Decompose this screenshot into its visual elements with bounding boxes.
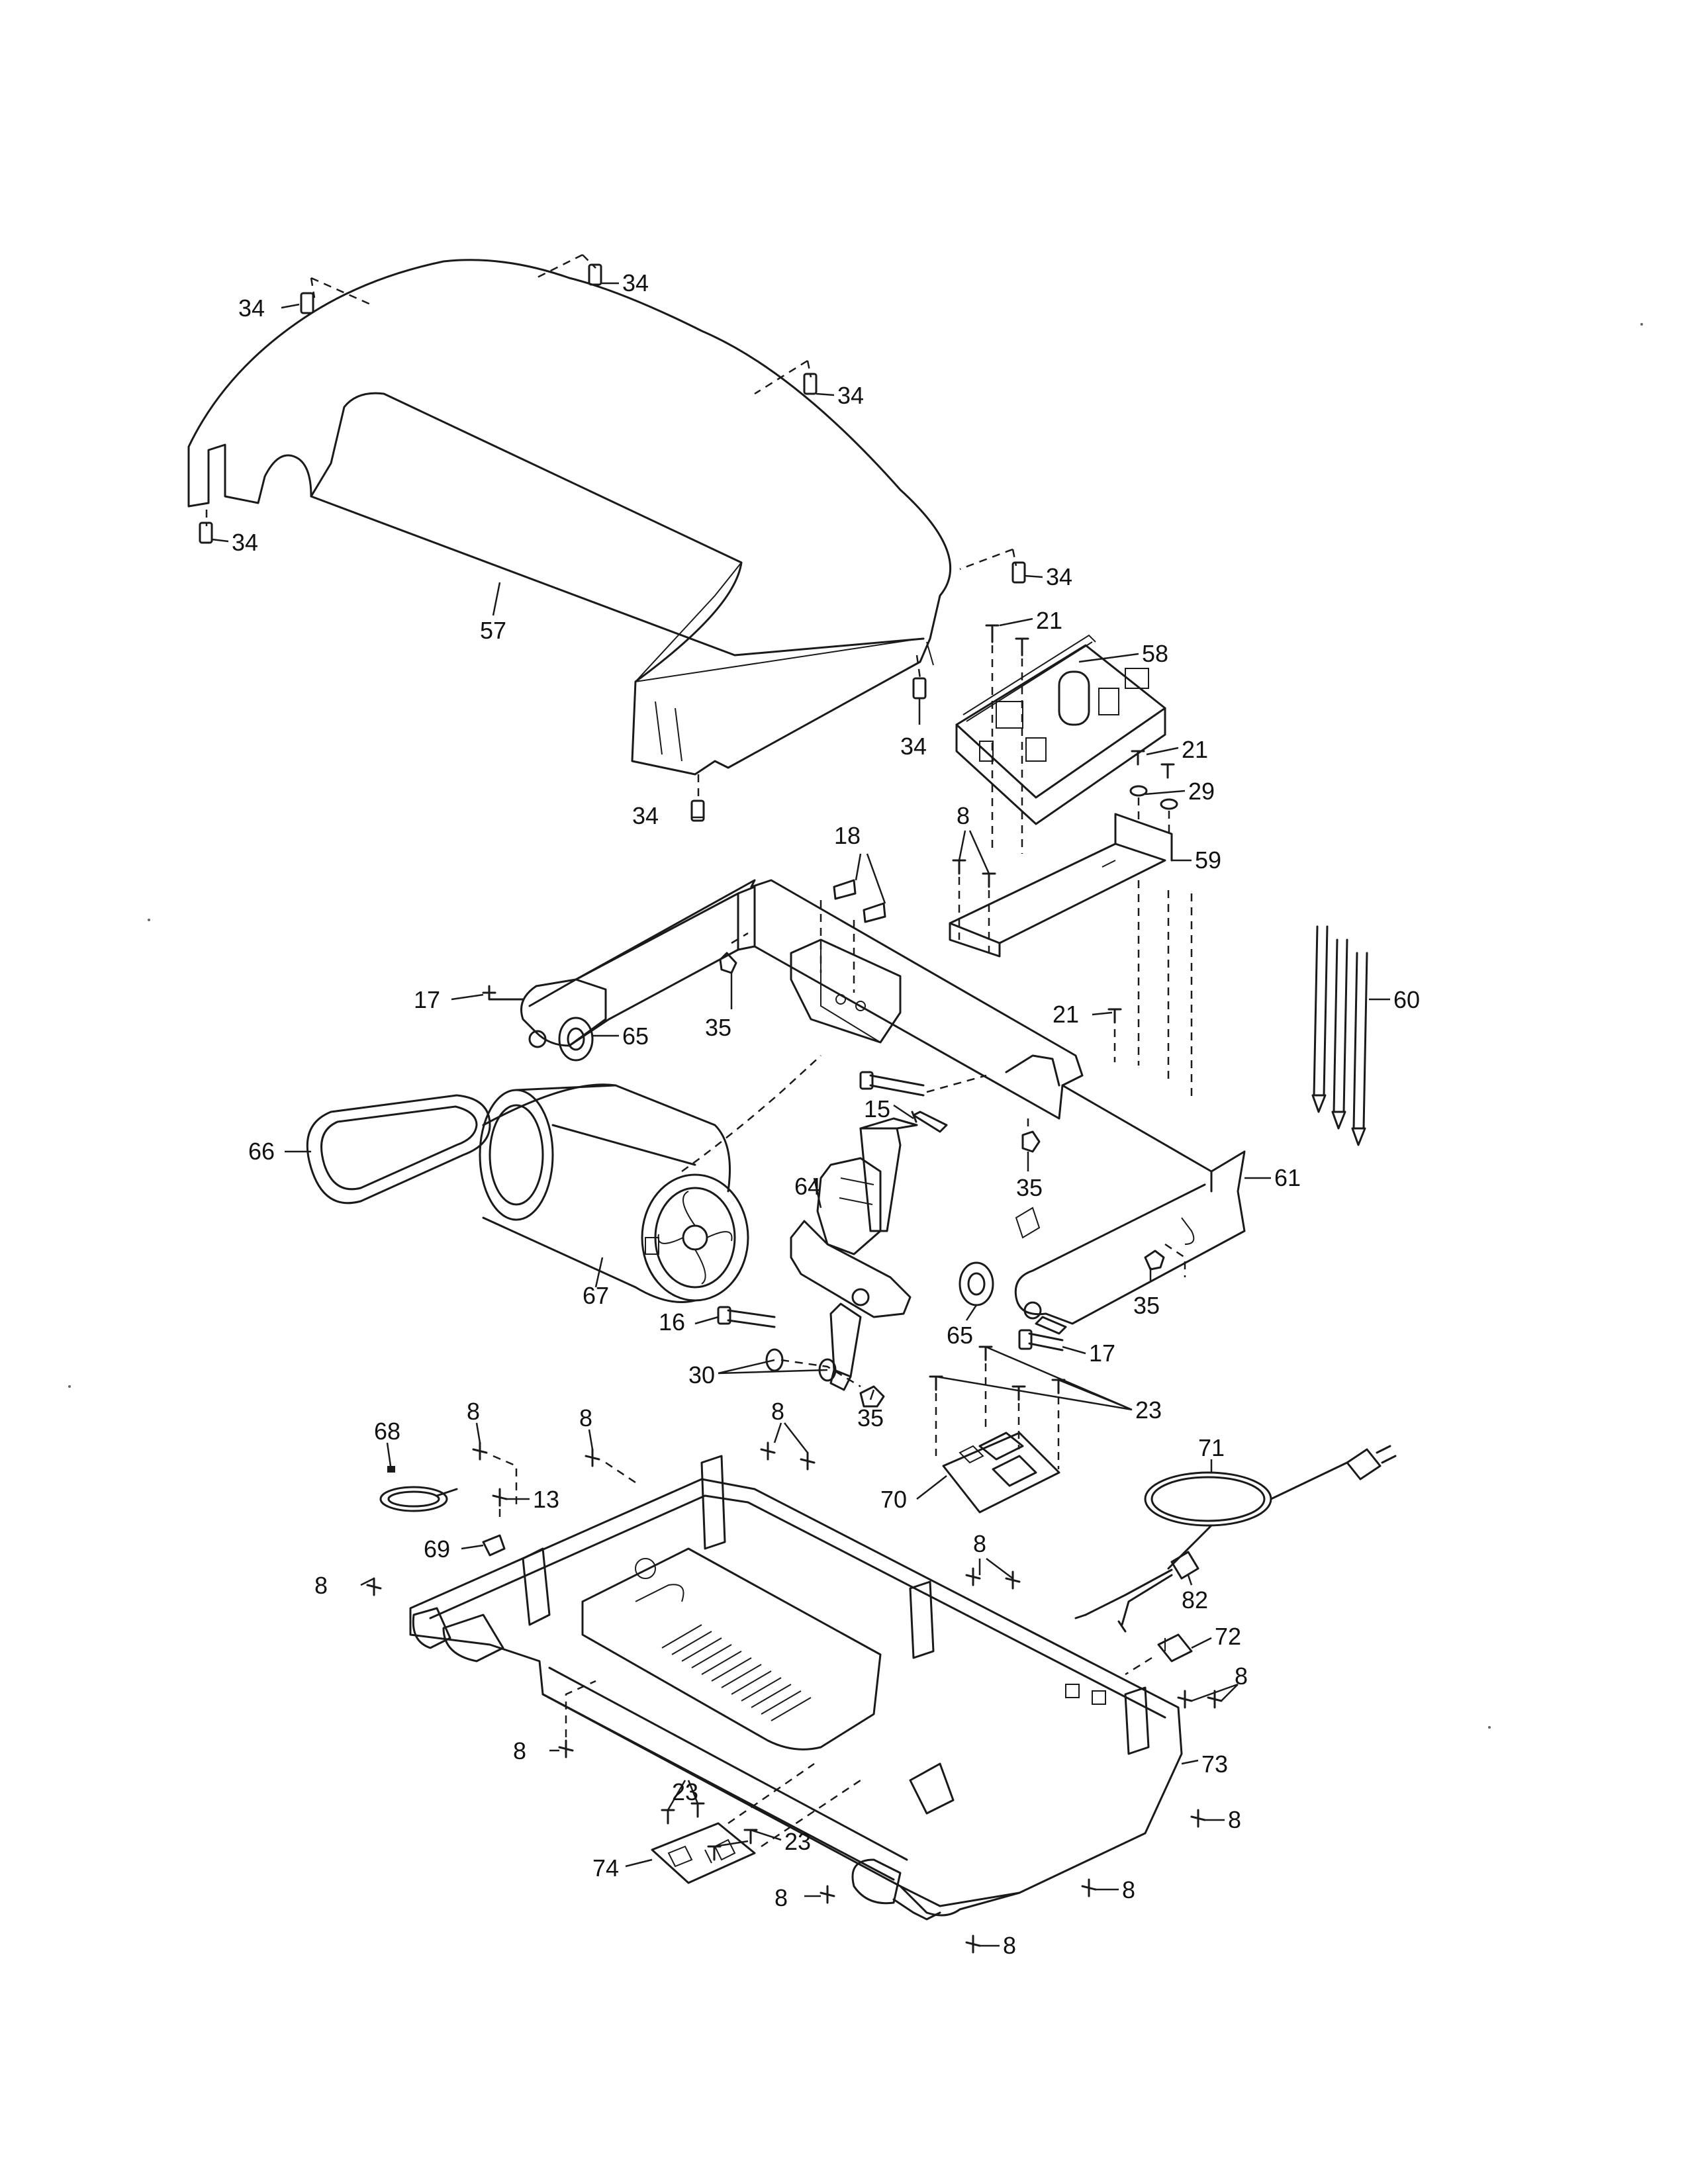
callout-34-d: 34 <box>232 529 258 556</box>
drive-motor-67 <box>479 1083 749 1303</box>
callout-23-a: 23 <box>1135 1396 1162 1424</box>
callout-labels: 34 34 34 34 34 34 34 57 21 58 21 29 59 1… <box>232 269 1420 1959</box>
callout-21-b: 21 <box>1182 736 1208 763</box>
callout-64: 64 <box>794 1173 821 1200</box>
callout-61: 61 <box>1274 1164 1301 1191</box>
callout-8-g: 8 <box>1235 1662 1248 1690</box>
ground-wire-68 <box>379 1466 458 1512</box>
callout-72: 72 <box>1215 1623 1241 1650</box>
callout-71: 71 <box>1198 1434 1225 1461</box>
callout-16: 16 <box>659 1308 685 1336</box>
callout-29: 29 <box>1188 778 1215 805</box>
callout-21-c: 21 <box>1053 1001 1079 1028</box>
callout-67: 67 <box>583 1282 609 1309</box>
callout-68: 68 <box>374 1418 400 1445</box>
callout-34-g: 34 <box>632 802 659 829</box>
callout-15: 15 <box>864 1095 890 1122</box>
motor-hood-57 <box>187 259 952 776</box>
controller-board-58 <box>955 634 1166 825</box>
callout-17-a: 17 <box>414 986 440 1013</box>
callout-35-d: 35 <box>857 1404 884 1432</box>
incline-motor-64 <box>790 1117 918 1391</box>
switch-72 <box>1125 1633 1193 1676</box>
callout-35-a: 35 <box>705 1014 731 1041</box>
callout-13: 13 <box>533 1486 559 1513</box>
callout-23-b: 23 <box>672 1778 698 1805</box>
callout-34-e: 34 <box>1046 563 1072 590</box>
wire-harness-82 <box>1074 1551 1199 1633</box>
frame-fasteners <box>482 879 1193 1335</box>
callout-69: 69 <box>424 1535 450 1563</box>
callout-35-b: 35 <box>1016 1174 1043 1201</box>
callout-60: 60 <box>1393 986 1420 1013</box>
callout-74: 74 <box>592 1854 619 1882</box>
frame-61 <box>520 879 1246 1325</box>
callout-8-c: 8 <box>579 1404 592 1432</box>
callout-8-a: 8 <box>957 802 970 829</box>
callout-8-i: 8 <box>1228 1806 1241 1833</box>
callout-59: 59 <box>1195 846 1221 874</box>
callout-21-a: 21 <box>1036 607 1062 634</box>
screws-21-top <box>985 624 1029 854</box>
screws-23-upper <box>929 1345 1066 1469</box>
callout-34-a: 34 <box>238 295 265 322</box>
roller-bearings-65 <box>558 1017 994 1306</box>
callout-34-c: 34 <box>837 382 864 409</box>
scan-specks <box>68 323 1643 1729</box>
circuit-board-70 <box>942 1432 1060 1514</box>
drive-belt-66 <box>306 1094 491 1205</box>
circuit-board-74 <box>651 1822 756 1884</box>
base-tray-73 <box>409 1455 1183 1921</box>
callout-73: 73 <box>1201 1751 1228 1778</box>
leader-lines <box>211 282 1390 1947</box>
clip-69 <box>482 1534 506 1557</box>
callout-65-a: 65 <box>622 1023 649 1050</box>
callout-8-f: 8 <box>314 1572 328 1599</box>
callout-23-c: 23 <box>784 1828 811 1855</box>
power-cord-71 <box>1144 1445 1397 1570</box>
callout-30: 30 <box>688 1361 715 1388</box>
screw-13 <box>492 1488 508 1522</box>
callout-18: 18 <box>834 822 861 849</box>
screws-21-29-bracket <box>952 750 1178 953</box>
callout-17-b: 17 <box>1089 1340 1115 1367</box>
callout-8-k: 8 <box>774 1884 788 1911</box>
cable-ties-60 <box>1311 925 1368 1146</box>
callout-58: 58 <box>1142 640 1168 667</box>
callout-8-e: 8 <box>973 1530 986 1557</box>
callout-8-h: 8 <box>513 1737 526 1764</box>
callout-8-d: 8 <box>771 1398 784 1425</box>
callout-65-b: 65 <box>947 1322 973 1349</box>
callout-34-b: 34 <box>622 269 649 296</box>
callout-66: 66 <box>248 1138 275 1165</box>
callout-8-j: 8 <box>1122 1876 1135 1903</box>
controller-bracket-59 <box>949 813 1173 958</box>
callout-8-l: 8 <box>1003 1932 1016 1959</box>
belt-routing-dashed <box>681 1055 821 1173</box>
callout-8-b: 8 <box>467 1398 480 1425</box>
callout-57: 57 <box>480 617 506 644</box>
callout-70: 70 <box>880 1486 907 1513</box>
callout-82: 82 <box>1182 1586 1208 1614</box>
bolts-and-washers <box>717 1071 1064 1408</box>
callout-34-f: 34 <box>900 733 927 760</box>
callout-35-c: 35 <box>1133 1292 1160 1319</box>
screws-8 <box>366 1441 1223 1954</box>
hood-clips-34 <box>199 253 1026 822</box>
